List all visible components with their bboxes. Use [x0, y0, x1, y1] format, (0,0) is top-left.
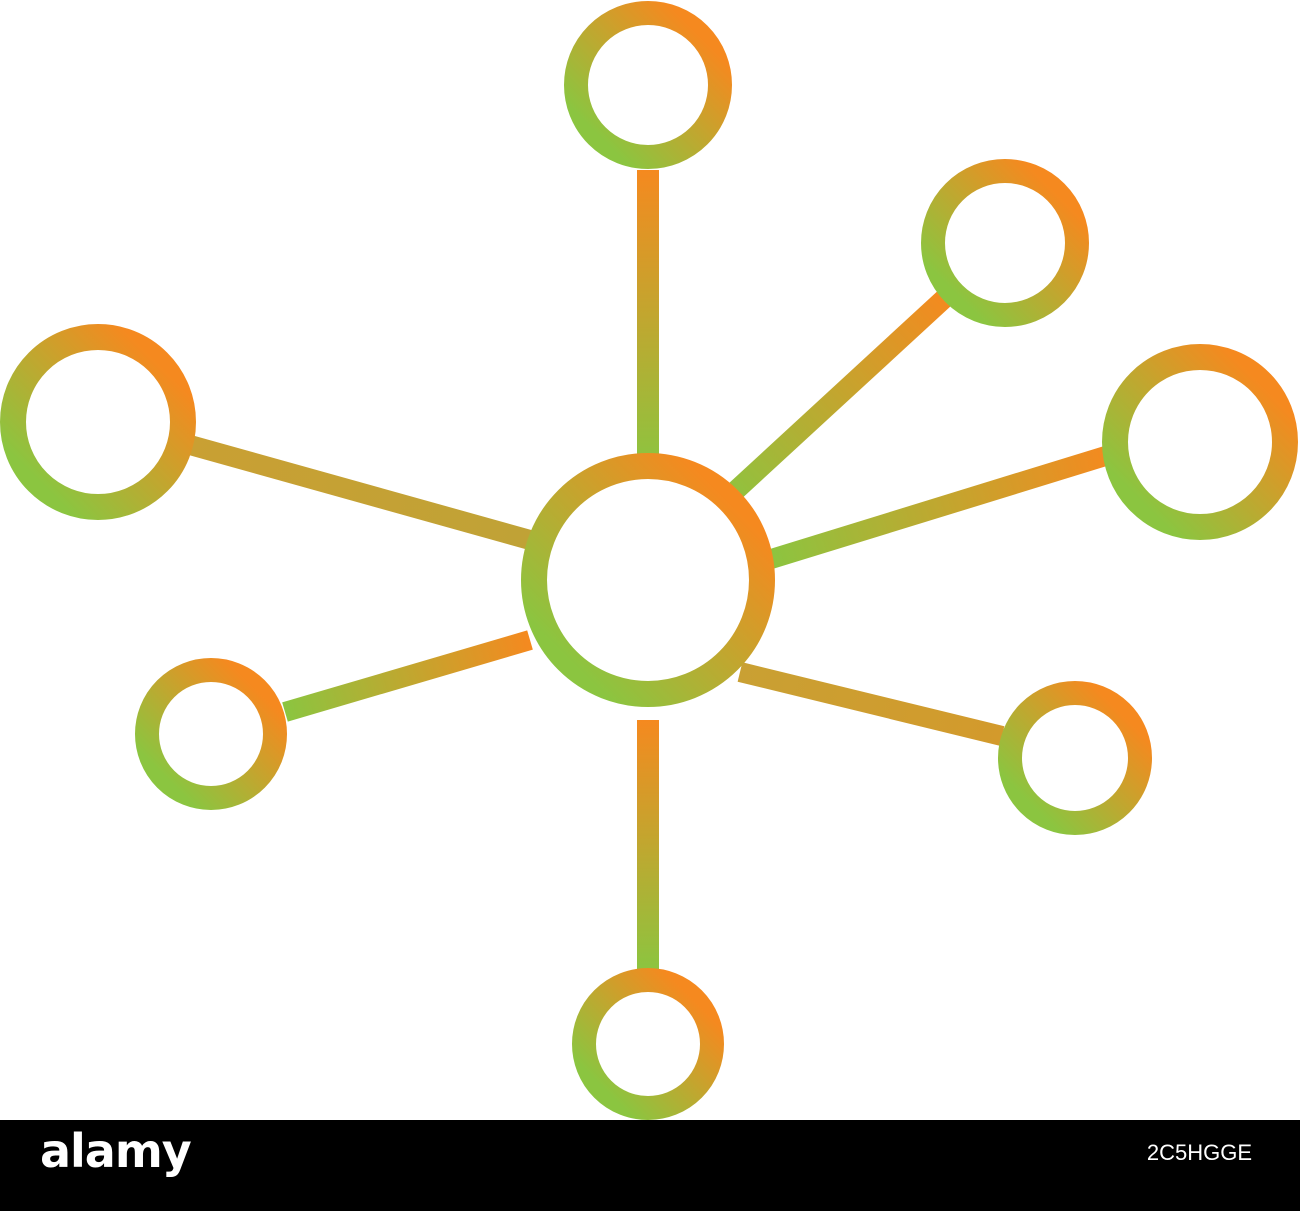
- stock-footer-bar: alamy 2C5HGGE: [0, 1120, 1300, 1211]
- spoke-right: [765, 444, 1115, 570]
- spoke-left: [187, 435, 533, 550]
- brand-logo[interactable]: alamy: [40, 1124, 192, 1178]
- spoke-lower-left: [282, 630, 533, 722]
- network-hub-icon: [0, 1, 1298, 1120]
- network-hub-illustration: [0, 0, 1300, 1120]
- node-right: [1102, 344, 1298, 540]
- nodes: [0, 1, 1298, 1120]
- spoke-lower-right: [737, 662, 1005, 746]
- node-lower-right: [998, 681, 1152, 835]
- image-id-label: 2C5HGGE: [1146, 1140, 1252, 1165]
- hub-node: [521, 453, 775, 707]
- spoke-upper-right: [713, 288, 954, 513]
- node-left: [0, 324, 196, 520]
- node-upper-right: [921, 159, 1089, 327]
- node-top: [564, 1, 732, 169]
- node-lower-left: [135, 658, 287, 810]
- node-bottom: [572, 968, 724, 1120]
- spokes: [187, 170, 1115, 972]
